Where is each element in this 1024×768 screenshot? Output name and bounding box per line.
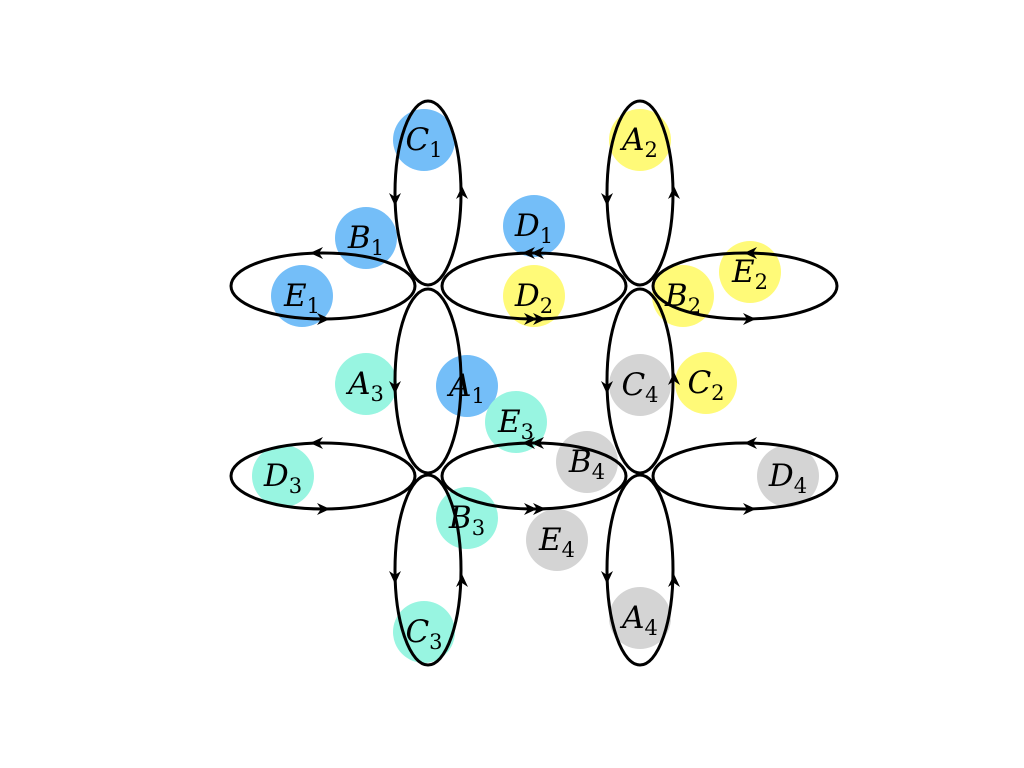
node-e1-label: E1	[283, 278, 320, 318]
node-subscript: 3	[521, 420, 534, 444]
node-letter: B	[568, 444, 592, 480]
node-d1-circle	[503, 195, 565, 257]
node-a1-circle	[436, 355, 498, 417]
loop-vertical-middle-left	[393, 287, 463, 475]
node-subscript: 2	[645, 138, 658, 162]
node-layer	[252, 109, 819, 663]
node-letter: E	[538, 522, 562, 558]
node-subscript: 2	[688, 294, 701, 318]
node-c4-label: C4	[621, 367, 658, 407]
node-e2-label: E2	[731, 254, 768, 294]
node-a4-label: A4	[619, 600, 658, 640]
node-subscript: 1	[429, 138, 442, 162]
node-e2-circle	[719, 241, 781, 303]
node-b2-label: B2	[664, 278, 701, 318]
node-a4-circle	[609, 587, 671, 649]
node-letter: B	[664, 278, 688, 314]
node-subscript: 1	[307, 294, 320, 318]
node-letter: C	[621, 367, 645, 403]
node-e3-label: E3	[497, 404, 534, 444]
node-a3-label: A3	[345, 366, 384, 406]
node-b2-circle	[652, 265, 714, 327]
node-subscript: 4	[794, 474, 807, 498]
node-subscript: 3	[429, 630, 442, 654]
node-c4-circle	[609, 354, 671, 416]
loop-vertical-bottom-right	[605, 473, 675, 667]
node-letter: D	[768, 458, 794, 494]
node-letter: C	[405, 614, 429, 650]
node-e4-label: E4	[538, 522, 575, 562]
node-d4-label: D4	[768, 458, 807, 498]
node-subscript: 1	[371, 236, 384, 260]
node-subscript: 3	[472, 516, 485, 540]
node-subscript: 1	[472, 384, 485, 408]
node-letter: D	[514, 208, 540, 244]
node-a2-circle	[609, 109, 671, 171]
node-subscript: 2	[755, 270, 768, 294]
node-letter: B	[347, 220, 371, 256]
node-letter: D	[263, 458, 289, 494]
node-e3-circle	[485, 391, 547, 453]
node-letter: B	[448, 500, 472, 536]
node-subscript: 4	[592, 460, 605, 484]
node-subscript: 1	[540, 224, 553, 248]
node-e1-circle	[271, 265, 333, 327]
loop-layer	[229, 99, 839, 667]
node-d3-label: D3	[263, 458, 302, 498]
node-d2-label: D2	[514, 278, 553, 318]
node-subscript: 4	[645, 383, 658, 407]
node-a2-label: A2	[619, 122, 658, 162]
node-b4-label: B4	[568, 444, 605, 484]
loop-vertical-bottom-left	[393, 473, 463, 667]
node-d1-label: D1	[514, 208, 553, 248]
node-subscript: 3	[371, 382, 384, 406]
node-a3-circle	[335, 353, 397, 415]
node-letter: D	[514, 278, 540, 314]
node-subscript: 3	[289, 474, 302, 498]
node-c1-circle	[393, 109, 455, 171]
node-d4-circle	[757, 445, 819, 507]
node-subscript: 4	[562, 538, 575, 562]
node-letter: E	[283, 278, 307, 314]
node-c2-label: C2	[687, 365, 724, 405]
node-letter: E	[731, 254, 755, 290]
node-c3-label: C3	[405, 614, 442, 654]
node-subscript: 4	[645, 616, 658, 640]
node-a1-label: A1	[446, 368, 485, 408]
node-d2-circle	[503, 265, 565, 327]
node-e4-circle	[526, 509, 588, 571]
node-letter: E	[497, 404, 521, 440]
node-subscript: 2	[540, 294, 553, 318]
node-c2-circle	[675, 352, 737, 414]
node-c1-label: C1	[405, 122, 442, 162]
node-letter: A	[446, 368, 471, 404]
node-letter: C	[405, 122, 429, 158]
node-letter: A	[619, 122, 644, 158]
node-b3-label: B3	[448, 500, 485, 540]
node-letter: A	[619, 600, 644, 636]
node-letter: C	[687, 365, 711, 401]
node-letter: A	[345, 366, 370, 402]
node-d3-circle	[252, 445, 314, 507]
node-subscript: 2	[711, 381, 724, 405]
node-b1-label: B1	[347, 220, 384, 260]
